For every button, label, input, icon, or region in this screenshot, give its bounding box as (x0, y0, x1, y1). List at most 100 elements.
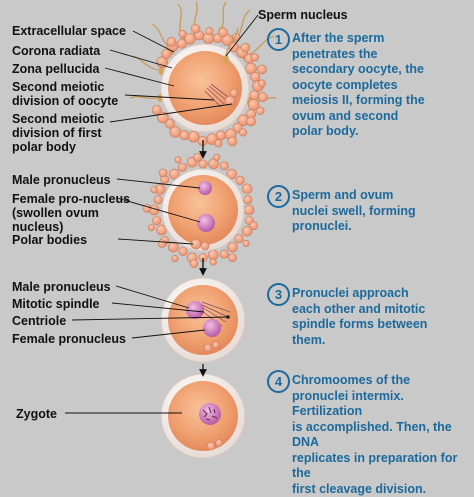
step-line: Chromoomes of the (292, 373, 474, 389)
corona-cell (179, 30, 186, 37)
female-pronucleus-shape (197, 214, 215, 232)
zygote-nucleus (199, 403, 221, 425)
corona-cell (239, 129, 246, 136)
label-zona-pellucida: Zona pellucida (12, 62, 100, 76)
step-3-text: Pronuclei approach each other and mitoti… (292, 286, 427, 348)
corona-cell (241, 43, 250, 52)
label-line: Female pro-nucleus (12, 192, 130, 206)
step-line: pronuclei intermix. Fertilization (292, 389, 474, 420)
step-line: spindle forms between (292, 317, 427, 333)
step-line: them. (292, 333, 427, 349)
label-female-pronucleus-1: Female pro-nucleus (swollen ovum nucleus… (12, 192, 130, 234)
corona-cell (215, 140, 222, 147)
step-2-number: 2 (267, 185, 290, 208)
label-second-meiotic-polar: Second meiotic division of first polar b… (12, 112, 104, 154)
corona-cell (242, 184, 252, 194)
step-1-number: 1 (267, 28, 290, 51)
corona-cell (219, 28, 228, 37)
corona-cell (228, 137, 237, 146)
label-line: division of oocyte (12, 94, 118, 108)
corona-cell (148, 224, 154, 230)
female-pronucleus-shape (203, 319, 221, 337)
corona-cell (220, 250, 228, 258)
step-line: Sperm and ovum (292, 188, 416, 204)
step-2-text: Sperm and ovum nuclei swell, forming pro… (292, 188, 416, 235)
corona-cell (158, 240, 166, 248)
label-corona-radiata: Corona radiata (12, 44, 100, 58)
label-line: Second meiotic (12, 112, 104, 126)
corona-cell (151, 187, 157, 193)
step-line: polar body. (292, 124, 425, 140)
corona-cell (235, 234, 243, 242)
step-line: meiosis II, forming the (292, 93, 425, 109)
corona-cell (188, 131, 199, 142)
corona-cell (172, 255, 178, 261)
label-mitotic-spindle: Mitotic spindle (12, 297, 100, 311)
label-line: polar body (12, 140, 104, 154)
step-line: pronuclei. (292, 219, 416, 235)
corona-cell (220, 162, 228, 170)
corona-cell (258, 80, 265, 87)
corona-cell (194, 153, 202, 161)
corona-cell (180, 131, 189, 140)
corona-cell (251, 54, 258, 61)
corona-cell (250, 91, 259, 100)
corona-cell (191, 24, 200, 33)
male-pronucleus-shape (198, 181, 212, 195)
oocyte-cytoplasm (168, 51, 242, 125)
corona-cell (154, 196, 162, 204)
label-line: (swollen ovum (12, 206, 130, 220)
corona-cell (210, 259, 216, 265)
zygote-cytoplasm (168, 285, 238, 355)
label-zygote: Zygote (16, 407, 57, 421)
corona-cell (208, 250, 218, 260)
step-line: secondary oocyte, the (292, 62, 425, 78)
step-line: replicates in preparation for the (292, 451, 474, 482)
egg-stage-1 (130, 2, 276, 147)
label-polar-bodies: Polar bodies (12, 233, 87, 247)
corona-cell (228, 254, 236, 262)
step-line: After the sperm (292, 31, 425, 47)
step-line: is accomplished. Then, the DNA (292, 420, 474, 451)
label-second-meiotic-oocyte: Second meiotic division of oocyte (12, 80, 118, 108)
corona-cell (258, 65, 267, 74)
corona-cell (152, 105, 161, 114)
label-extracellular-space: Extracellular space (12, 24, 126, 38)
label-female-pronucleus-2: Female pronucleus (12, 332, 126, 346)
step-line: first cleavage division. (292, 482, 474, 497)
corona-cell (228, 242, 238, 252)
label-line: division of first (12, 126, 104, 140)
corona-cell (159, 169, 167, 177)
corona-cell (152, 216, 160, 224)
egg-stage-3 (161, 278, 245, 362)
label-sperm-nucleus: Sperm nucleus (258, 8, 348, 22)
corona-cell (179, 247, 187, 255)
step-line: oocyte completes (292, 78, 425, 94)
label-male-pronucleus-1: Male pronucleus (12, 173, 111, 187)
step-line: ovum and second (292, 109, 425, 125)
label-line: nucleus) (12, 220, 130, 234)
corona-cell (167, 37, 176, 46)
corona-cell (251, 72, 260, 81)
step-line: each other and mitotic (292, 302, 427, 318)
corona-cell (190, 260, 198, 268)
label-line: Second meiotic (12, 80, 118, 94)
corona-cell (168, 242, 178, 252)
corona-cell (257, 107, 264, 114)
step-line: Pronuclei approach (292, 286, 427, 302)
step-4-text: Chromoomes of the pronuclei intermix. Fe… (292, 373, 474, 497)
corona-cell (244, 196, 252, 204)
corona-cell (258, 93, 267, 102)
step-1-text: After the sperm penetrates the secondary… (292, 31, 425, 140)
corona-cell (199, 160, 207, 168)
label-centriole: Centriole (12, 314, 66, 328)
step-line: penetrates the (292, 47, 425, 63)
step-3-number: 3 (267, 283, 290, 306)
corona-cell (244, 205, 254, 215)
corona-cell (206, 27, 213, 34)
corona-cell (175, 157, 181, 163)
step-4-number: 4 (267, 370, 290, 393)
label-male-pronucleus-2: Male pronucleus (12, 280, 111, 294)
corona-cell (236, 176, 244, 184)
corona-cell (250, 222, 258, 230)
